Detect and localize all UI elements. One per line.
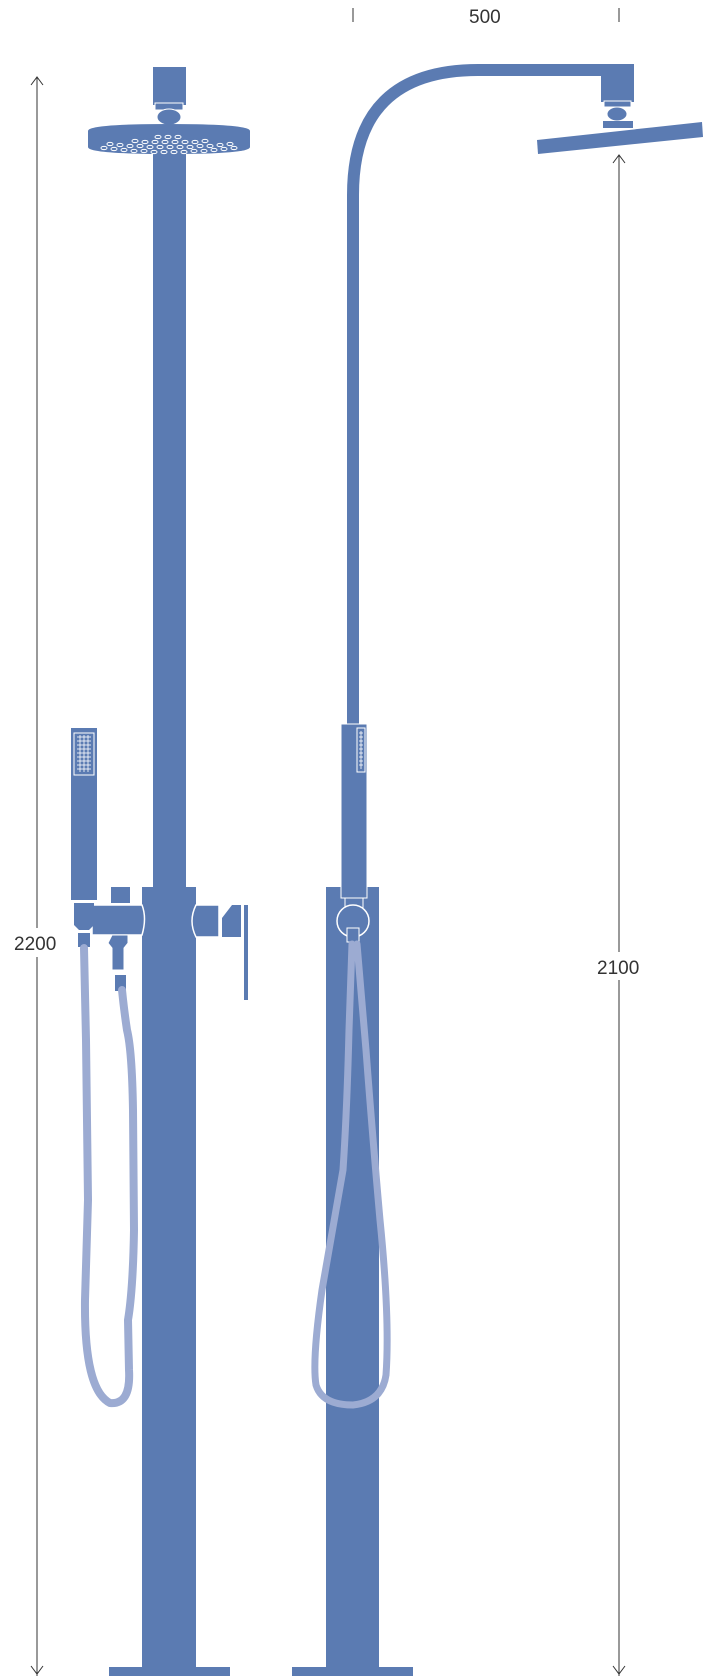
side-head-collar: [603, 121, 633, 128]
side-view: [292, 64, 703, 1676]
side-head-joint: [606, 106, 628, 122]
side-hand-shower: [336, 723, 370, 943]
side-shower-hose: [311, 940, 391, 1409]
front-diverter: [91, 887, 146, 991]
side-head-nut: [603, 100, 632, 108]
dimension-head-height: [612, 154, 626, 1676]
front-rain-head: [88, 124, 250, 155]
side-rain-head: [537, 122, 703, 154]
dimension-arm-reach: [352, 8, 620, 22]
nozzle-dots: [100, 134, 238, 155]
front-top-connector: [153, 67, 186, 105]
front-view: [71, 67, 250, 1676]
front-lower-column: [142, 887, 196, 1667]
arm-reach-label: 500: [469, 7, 501, 28]
side-head-connector: [601, 76, 634, 102]
total-height-label: 2200: [14, 934, 56, 955]
side-base-plate: [292, 1667, 413, 1676]
front-hand-shower: [71, 728, 97, 947]
side-curved-arm: [347, 64, 634, 725]
dimension-total-height: [30, 76, 44, 1676]
front-upper-column: [153, 130, 186, 887]
front-shower-hose: [80, 944, 138, 1408]
front-base-plate: [109, 1667, 230, 1676]
front-mixer-lever: [191, 904, 248, 1000]
front-top-joint: [156, 108, 182, 126]
head-height-label: 2100: [597, 958, 639, 979]
